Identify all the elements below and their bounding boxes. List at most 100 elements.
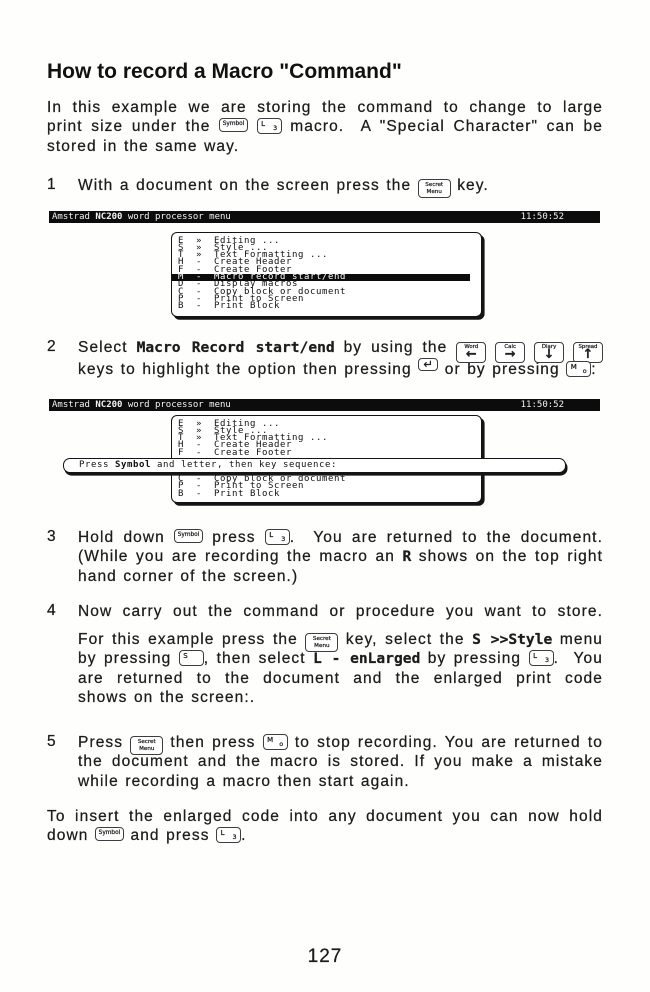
- keycap-enter-icon: ↵: [418, 358, 439, 372]
- status-app-suffix: word processor menu: [122, 212, 231, 222]
- status-model-name: NC200: [95, 400, 123, 410]
- keycap-sub-legend: 3: [273, 124, 278, 133]
- step-2-number: 2: [47, 338, 57, 355]
- status-app-suffix: word processor menu: [122, 400, 231, 410]
- menu-item-E[interactable]: E » Editing ...: [178, 418, 280, 429]
- keycap-arrow-glyph: ←: [465, 347, 477, 363]
- status-app-prefix: Amstrad: [52, 212, 96, 222]
- keycap-sub-legend: o: [279, 740, 284, 749]
- step-3-number: 3: [47, 528, 57, 545]
- status-model-name: NC200: [95, 212, 123, 222]
- command-literal: Macro Record start/end: [136, 339, 335, 356]
- command-literal: S >>Style: [472, 631, 553, 648]
- text-line: hand corner of the screen.): [78, 567, 299, 585]
- keycap-main-legend: L: [533, 652, 537, 661]
- keycap-app-label: Diary: [541, 344, 557, 350]
- menu-item-B[interactable]: B - Print Block: [178, 488, 280, 499]
- screen-1-status-left: Amstrad NC200 word processor menu: [52, 211, 231, 224]
- menu-item-C[interactable]: C - Copy block or document: [178, 286, 346, 297]
- keycap-symbol-icon: Symbol: [219, 118, 249, 133]
- keycap-diary-icon: Diary↓: [534, 341, 565, 363]
- text-line: the document and the macro is stored. If…: [78, 753, 603, 771]
- keycap-label: Symbol: [222, 121, 245, 128]
- command-literal: R: [402, 548, 412, 566]
- popup-text-post: and letter, then key sequence:: [151, 460, 337, 471]
- keycap-symbol-icon: Symbol: [174, 528, 204, 543]
- menu-item-M[interactable]: M - Macro record start/end: [172, 272, 470, 282]
- keycap-main-legend: L: [261, 120, 266, 129]
- keycap-word-icon: Word←: [456, 341, 487, 363]
- step-4-number: 4: [47, 602, 57, 619]
- keycap-arrow-glyph: →: [504, 347, 516, 363]
- step-4-text: Now carry out the command or procedure y…: [78, 602, 603, 621]
- menu-item-H[interactable]: H - Create Header: [178, 257, 292, 268]
- keycap-s-icon: S: [178, 650, 204, 667]
- menu-item-E[interactable]: E » Editing ...: [178, 235, 280, 246]
- menu-item-B[interactable]: B - Print Block: [178, 301, 280, 312]
- keycap-calc-icon: Calc→: [495, 341, 526, 363]
- keycap-app-label: Word: [464, 344, 479, 350]
- keycap-main-legend: S: [183, 652, 188, 661]
- screen-2-status-bar: Amstrad NC200 word processor menu 11:50:…: [49, 399, 600, 411]
- keycap-bottom-legend: Menu: [139, 745, 155, 752]
- intro-paragraph: In this example we are storing the comma…: [47, 98, 603, 156]
- keycap-top-legend: Secret: [137, 738, 156, 745]
- menu-item-F[interactable]: F - Create Footer: [178, 264, 292, 275]
- keycap-sub-legend: o: [582, 367, 587, 376]
- keycap-spread-icon: Spread↑: [573, 341, 603, 363]
- keycap-bottom-legend: Menu: [314, 642, 330, 649]
- menu-item-P[interactable]: P - Print to Screen: [178, 481, 304, 492]
- menu-item-T[interactable]: T » Text Formatting ...: [178, 433, 328, 444]
- keycap-arrow-glyph: ↓: [543, 347, 555, 363]
- step-1-text: With a document on the screen press the …: [78, 176, 603, 198]
- menu-item-P[interactable]: P - Print to Screen: [178, 293, 304, 304]
- keycap-symbol-icon: Symbol: [94, 827, 124, 842]
- text-line: keys to highlight the option then pressi…: [78, 357, 597, 378]
- text-line: stored in the same way.: [47, 137, 240, 155]
- keycap-app-label: Spread: [578, 344, 598, 350]
- text-line: Select Macro Record start/end by using t…: [78, 337, 603, 363]
- text-line: Now carry out the command or procedure y…: [78, 603, 603, 620]
- keycap-label: Symbol: [98, 830, 121, 837]
- text-line: while recording a macro then start again…: [78, 772, 410, 790]
- closing-paragraph: To insert the enlarged code into any doc…: [47, 807, 603, 846]
- keycap-top-legend: Secret: [312, 635, 331, 642]
- menu-item-D[interactable]: D - Display macros: [178, 279, 298, 290]
- step-1-number: 1: [47, 176, 57, 193]
- keycap-sub-legend: 3: [281, 535, 286, 544]
- menu-item-H[interactable]: H - Create Header: [178, 440, 292, 451]
- screen-2-clock: 11:50:52: [520, 400, 564, 410]
- text-line: by pressing S, then select L - enLarged …: [78, 650, 603, 668]
- menu-item-S[interactable]: S » Style ...: [178, 242, 268, 253]
- text-line: (While you are recording the macro an R …: [78, 548, 603, 566]
- text-line: In this example we are storing the comma…: [47, 99, 603, 116]
- text-line: are returned to the document and the enl…: [78, 669, 603, 687]
- menu-item-F[interactable]: F - Create Footer: [178, 447, 292, 458]
- record-popup: Press Symbol and letter, then key sequen…: [63, 458, 566, 473]
- menu-item-T[interactable]: T » Text Formatting ...: [178, 250, 328, 261]
- step-5-number: 5: [47, 733, 57, 750]
- keycap-bottom-legend: Menu: [426, 188, 442, 195]
- keycap-sub-legend: 3: [232, 833, 237, 842]
- keycap-top-legend: Secret: [425, 181, 444, 188]
- screen-1-status-bar: Amstrad NC200 word processor menu 11:50:…: [49, 211, 600, 223]
- page-number: 127: [307, 946, 343, 967]
- menu-item-C[interactable]: C - Copy block or document: [178, 474, 346, 485]
- screen-1-menu: E » Editing ...S » Style ...T » Text For…: [171, 232, 482, 317]
- menu-item-S[interactable]: S » Style ...: [178, 425, 268, 436]
